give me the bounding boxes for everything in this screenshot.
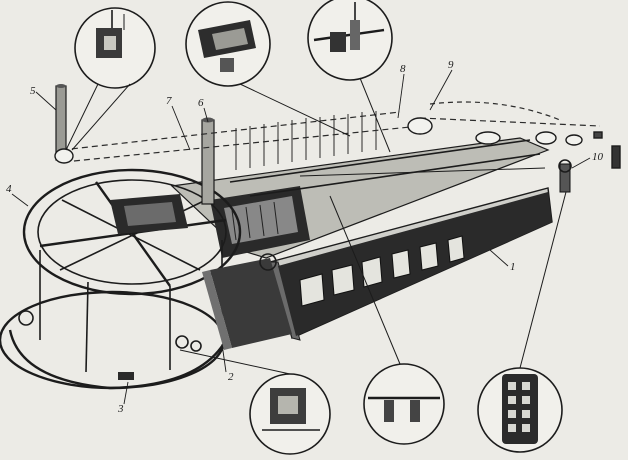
inset-bottom-1	[249, 373, 331, 455]
label-8: 8	[400, 63, 406, 75]
label-9: 9	[448, 59, 454, 71]
rotary-table	[0, 168, 242, 390]
overhead-track	[61, 101, 601, 170]
housing-windows	[299, 235, 465, 307]
inset-top-3	[307, 0, 393, 81]
motor-housing	[202, 253, 292, 350]
label-10: 10	[592, 151, 604, 163]
label-4: 4	[6, 183, 12, 195]
label-leaders	[11, 69, 591, 405]
label-3: 3	[117, 403, 124, 415]
label-2: 2	[228, 371, 234, 383]
inset-bottom-3	[477, 367, 563, 453]
label-1: 1	[510, 261, 516, 273]
pulleys	[54, 117, 621, 169]
inset-top-1	[74, 7, 156, 89]
column-6	[201, 117, 215, 205]
label-5: 5	[30, 85, 36, 97]
label-7: 7	[166, 95, 172, 107]
label-6: 6	[198, 97, 204, 109]
inset-top-2	[185, 1, 271, 87]
conveyor-housing	[170, 137, 553, 341]
leader-lines	[65, 77, 567, 375]
drive-unit-10	[558, 159, 572, 193]
callout-labels: 1 2 3 4 5 6 7 8 9 10	[6, 59, 604, 415]
inset-bottom-2	[363, 363, 445, 445]
